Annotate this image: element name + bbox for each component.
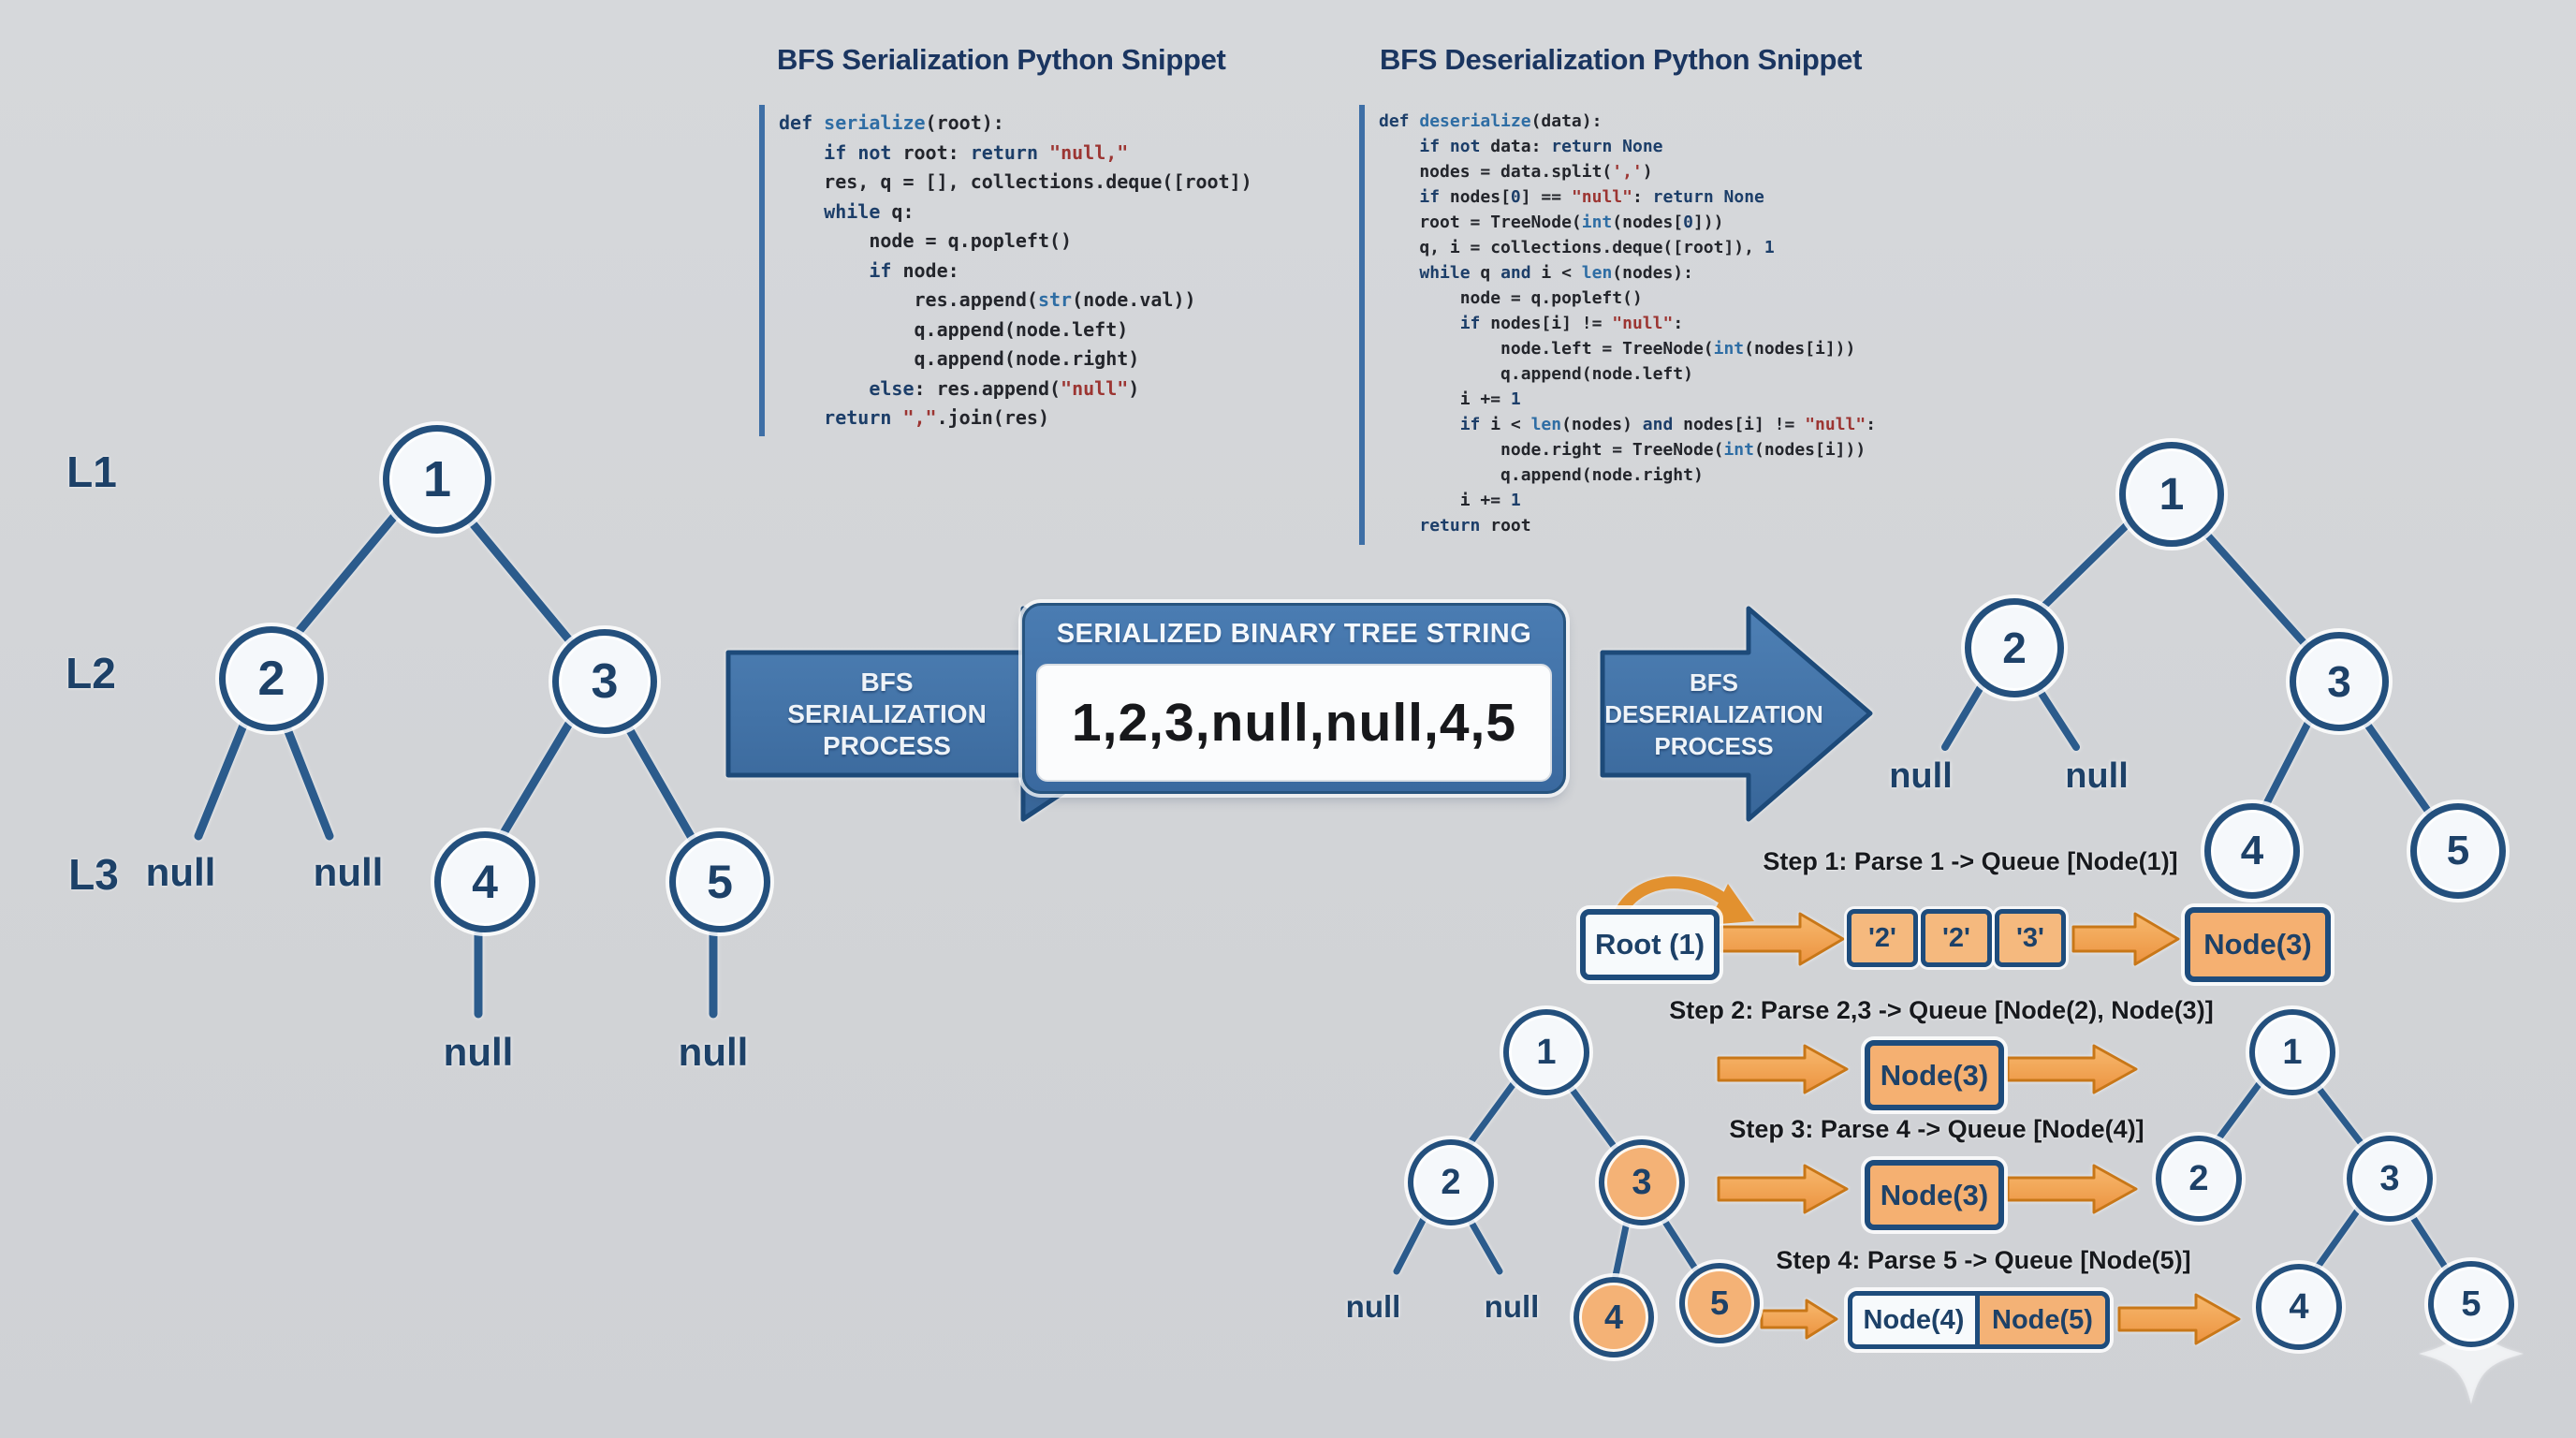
step4-arrow-small — [1760, 1299, 1838, 1340]
step1-queue-cell-1: '2' — [1847, 909, 1918, 967]
watermark-sparkle — [2419, 1303, 2524, 1404]
left-tree-null-5: null — [678, 1030, 749, 1074]
step4-node4-box: Node(4) — [1852, 1296, 1975, 1344]
right-tree-node-3: 3 — [2290, 632, 2389, 731]
left-tree-node-4: 4 — [434, 831, 535, 932]
right-tree-null-r: null — [2065, 756, 2129, 796]
serialized-string-body: 1,2,3,null,null,4,5 — [1036, 664, 1552, 782]
deserialization-arrow-line-1: BFS — [1690, 668, 1738, 697]
final-tree-node-3: 3 — [2347, 1136, 2433, 1222]
step1-queue-cell-3: '3' — [1995, 909, 2066, 967]
step2-arrow-left — [1717, 1044, 1849, 1094]
right-tree-node-5: 5 — [2410, 803, 2506, 899]
step1-arrow-left — [1720, 912, 1845, 966]
step4-title: Step 4: Parse 5 -> Queue [Node(5)] — [1776, 1246, 2191, 1274]
serialization-code: def serialize(root): if not root: return… — [779, 111, 1252, 429]
progress-tree-node-1: 1 — [1503, 1009, 1589, 1095]
step2-arrow-right — [2006, 1044, 2138, 1094]
step4-arrow-big — [2117, 1293, 2241, 1345]
step1-arrow-right — [2071, 912, 2180, 966]
level-label-l2: L2 — [66, 649, 116, 697]
deserialization-code-bar — [1359, 105, 1365, 545]
right-tree-node-1: 1 — [2119, 442, 2224, 547]
progress-tree-node-3: 3 — [1599, 1139, 1685, 1225]
step1-queue: '2' '2' '3' — [1847, 909, 2066, 967]
deserialization-arrow-line-3: PROCESS — [1654, 732, 1774, 760]
orange-arrows — [1717, 912, 2241, 1345]
left-tree-edges — [194, 468, 718, 1019]
right-tree-node-2: 2 — [1965, 598, 2064, 697]
left-tree-null-4: null — [443, 1030, 514, 1074]
left-tree-node-5: 5 — [669, 831, 770, 932]
deserialization-snippet-title: BFS Deserialization Python Snippet — [1380, 43, 1863, 76]
serialized-string-header: SERIALIZED BINARY TREE STRING — [1056, 619, 1532, 649]
left-tree-node-1: 1 — [383, 425, 491, 534]
serialization-snippet-title: BFS Serialization Python Snippet — [777, 43, 1226, 76]
final-tree-node-1: 1 — [2249, 1009, 2335, 1095]
progress-tree-node-5: 5 — [1679, 1263, 1760, 1343]
step4-node5-box: Node(5) — [1975, 1296, 2105, 1344]
left-tree-null-2r: null — [313, 850, 384, 894]
step2-node-box: Node(3) — [1865, 1040, 2004, 1110]
final-tree-node-4: 4 — [2256, 1264, 2342, 1350]
progress-tree-null-l: null — [1345, 1289, 1401, 1324]
step1-title: Step 1: Parse 1 -> Queue [Node(1)] — [1763, 847, 2178, 875]
deserialization-arrow-label: BFS DESERIALIZATION PROCESS — [1591, 665, 1837, 764]
step3-arrow-right — [2006, 1164, 2138, 1214]
step3-title: Step 3: Parse 4 -> Queue [Node(4)] — [1729, 1115, 2144, 1143]
progress-tree-null-r: null — [1484, 1289, 1540, 1324]
step1-node-box: Node(3) — [2185, 907, 2331, 982]
deserialization-code: def deserialize(data): if not data: retu… — [1379, 111, 1877, 536]
serialization-arrow-line-1: BFS — [860, 668, 914, 697]
serialized-string-box: SERIALIZED BINARY TREE STRING 1,2,3,null… — [1022, 603, 1566, 794]
left-tree-null-2l: null — [145, 850, 216, 894]
serialized-string-value: 1,2,3,null,null,4,5 — [1071, 693, 1517, 753]
right-tree-node-4: 4 — [2204, 803, 2300, 899]
level-label-l3: L3 — [68, 850, 119, 899]
final-tree-node-2: 2 — [2156, 1136, 2242, 1222]
step2-title: Step 2: Parse 2,3 -> Queue [Node(2), Nod… — [1669, 996, 2214, 1024]
step4-queue-pair: Node(4) Node(5) — [1848, 1291, 2110, 1349]
step3-node-box: Node(3) — [1865, 1160, 2004, 1230]
left-tree-node-3: 3 — [552, 629, 657, 734]
progress-tree-node-2: 2 — [1408, 1139, 1494, 1225]
serialization-arrow-line-2: SERIALIZATION — [787, 699, 987, 728]
final-tree-node-5: 5 — [2428, 1261, 2514, 1347]
left-tree-node-2: 2 — [219, 626, 324, 731]
deserialization-arrow-line-2: DESERIALIZATION — [1604, 700, 1823, 728]
serialization-arrow-label: BFS SERIALIZATION PROCESS — [739, 665, 1034, 764]
progress-tree-node-4: 4 — [1573, 1277, 1654, 1357]
level-label-l1: L1 — [66, 448, 117, 496]
serialization-arrow-line-3: PROCESS — [823, 731, 951, 760]
serialization-code-bar — [759, 105, 765, 436]
step1-queue-cell-2: '2' — [1921, 909, 1992, 967]
step1-root-box: Root (1) — [1580, 909, 1720, 980]
step3-arrow-left — [1717, 1164, 1849, 1214]
right-tree-null-l: null — [1889, 756, 1953, 796]
deserialization-arrow-shape — [1600, 606, 1873, 822]
